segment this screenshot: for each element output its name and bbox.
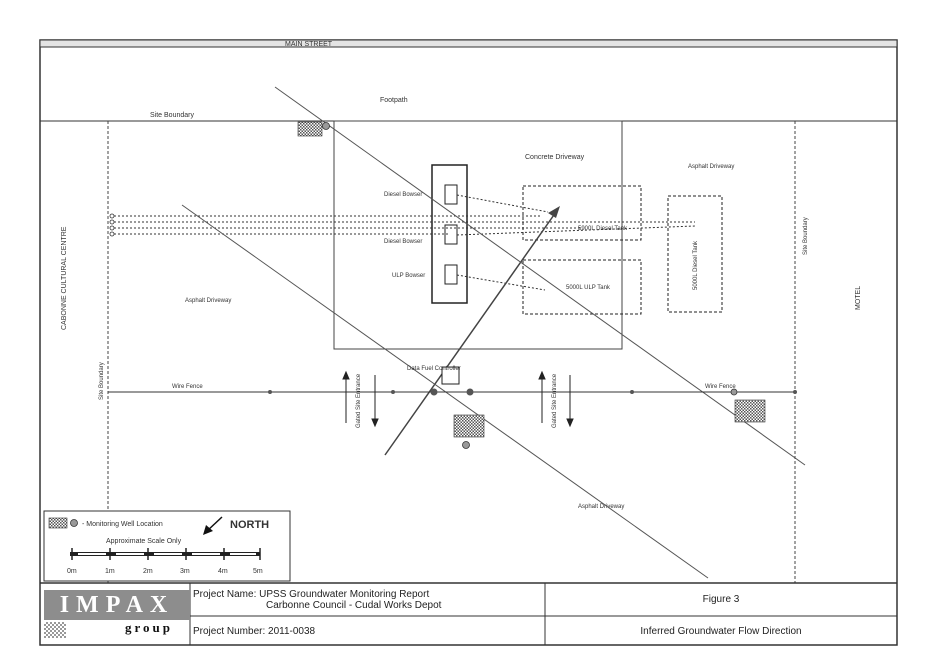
gated-site-entrance-1-arrows — [342, 370, 379, 428]
impax-group-text: group — [125, 620, 173, 635]
project-number-label: Project Number: — [193, 626, 266, 637]
scale-label: 3m — [180, 568, 190, 575]
fuel-lines — [110, 194, 696, 291]
gated-site-entrance-2-arrows — [538, 370, 574, 428]
diesel-bowser-2-label: Diesel Bowser — [384, 239, 422, 245]
groundwater-flow-arrow — [384, 211, 557, 456]
footpath-label: Footpath — [380, 97, 408, 104]
scale-bar-ticks — [71, 548, 261, 560]
scale-labels: 0m 1m 2m 3m 4m 5m — [67, 568, 263, 575]
diesel-bowser-1 — [444, 184, 458, 205]
scale-label: 4m — [218, 568, 228, 575]
ulp-tank-label: 5000L ULP Tank — [566, 285, 611, 291]
bowser-island — [431, 164, 468, 304]
wire-fence-left-label: Wire Fence — [172, 384, 203, 390]
scale-title: Approximate Scale Only — [106, 538, 182, 545]
main-street-label: MAIN STREET — [285, 41, 333, 48]
figure-number: Figure 3 — [702, 594, 740, 605]
data-fuel-controller — [441, 366, 460, 385]
diesel-tank-top — [522, 185, 642, 241]
figure-title: Inferred Groundwater Flow Direction — [640, 626, 802, 637]
site-boundary-top-label: Site Boundary — [150, 112, 194, 119]
diesel-tank-right — [667, 195, 723, 313]
cabonne-cultural-centre-label: CABONNE CULTURAL CENTRE — [61, 226, 68, 330]
fence-posts — [268, 388, 797, 396]
groundwater-contours — [181, 86, 806, 579]
project-name-line2: Carbonne Council - Cudal Works Depot — [266, 600, 442, 611]
project-name-line1: UPSS Groundwater Monitoring Report — [259, 589, 430, 600]
fuel-line-ends — [109, 213, 115, 237]
gated-site-entrance-2-label: Gated Site Entrance — [552, 373, 558, 428]
monitoring-well-3 — [730, 388, 766, 423]
logo-checker-pattern — [44, 622, 66, 638]
north-label: NORTH — [230, 519, 269, 531]
north-arrow-icon — [203, 525, 213, 535]
project-number-value: 2011-0038 — [268, 626, 316, 637]
diesel-tank-top-label: 5900L Diesel Tank — [578, 226, 628, 232]
scale-bar-segments — [78, 553, 256, 555]
concrete-driveway-area — [333, 120, 623, 350]
site-boundary-right-label: Site Boundary — [803, 217, 809, 255]
legend-box — [43, 510, 291, 582]
scale-label: 1m — [105, 568, 115, 575]
legend-monitoring-well-label: - Monitoring Well Location — [82, 521, 163, 528]
ulp-bowser — [444, 264, 458, 285]
legend-well-symbol — [48, 517, 68, 529]
impax-logo: IMPAX — [44, 590, 190, 620]
asphalt-driveway-bottom-label: Asphalt Driveway — [578, 504, 624, 510]
wire-fence-right-label: Wire Fence — [705, 384, 736, 390]
asphalt-driveway-left-label: Asphalt Driveway — [185, 298, 231, 304]
data-fuel-controller-label: Data Fuel Controller — [407, 366, 461, 372]
scale-label: 0m — [67, 568, 77, 575]
asphalt-driveway-right-label: Asphalt Driveway — [688, 164, 734, 170]
scale-label: 5m — [253, 568, 263, 575]
groundwater-flow-arrowhead — [548, 206, 560, 218]
ulp-bowser-label: ULP Bowser — [392, 273, 425, 279]
legend-well-dot — [70, 519, 78, 527]
scale-label: 2m — [143, 568, 153, 575]
project-name-row: Project Name: UPSS Groundwater Monitorin… — [193, 589, 429, 600]
gated-site-entrance-1-label: Gated Site Entrance — [356, 373, 362, 428]
diesel-tank-right-label: 5000L Diesel Tank — [693, 240, 699, 290]
motel-label: MOTEL — [855, 286, 862, 310]
project-number-row: Project Number: 2011-0038 — [193, 626, 315, 637]
project-name-label: Project Name: — [193, 589, 257, 600]
diesel-bowser-1-label: Diesel Bowser — [384, 192, 422, 198]
concrete-driveway-label: Concrete Driveway — [525, 154, 585, 161]
monitoring-well-2 — [453, 414, 485, 449]
site-boundary-left-label: Site Boundary — [99, 362, 105, 400]
main-street-band — [39, 39, 898, 48]
monitoring-well-1 — [297, 121, 330, 137]
ulp-tank — [522, 259, 642, 315]
